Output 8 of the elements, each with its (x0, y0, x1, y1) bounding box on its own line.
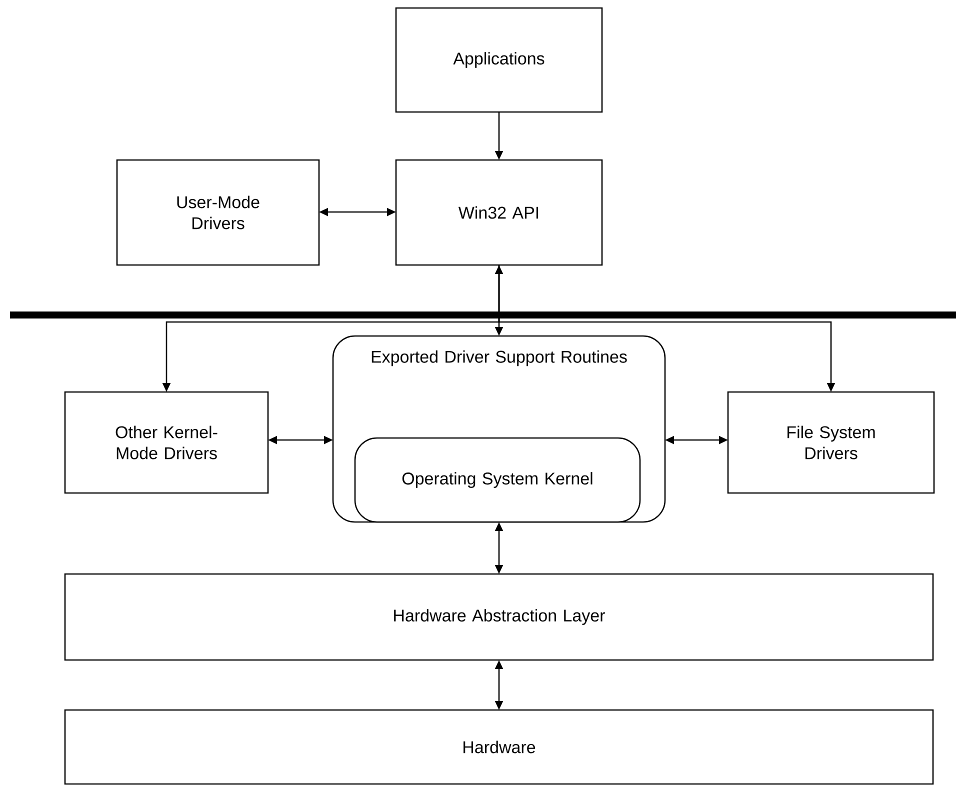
process-box: Applications (395, 7, 603, 113)
process-box: Other Kernel-Mode Drivers (64, 391, 269, 494)
process-box: User-Mode Drivers (116, 159, 320, 266)
process-box: Hardware Abstraction Layer (64, 573, 934, 661)
process-box: File System Drivers (727, 391, 935, 494)
process-box: Win32 API (395, 159, 603, 266)
process-box: Hardware (64, 709, 934, 785)
rounded-box: Operating System Kernel (354, 437, 641, 523)
